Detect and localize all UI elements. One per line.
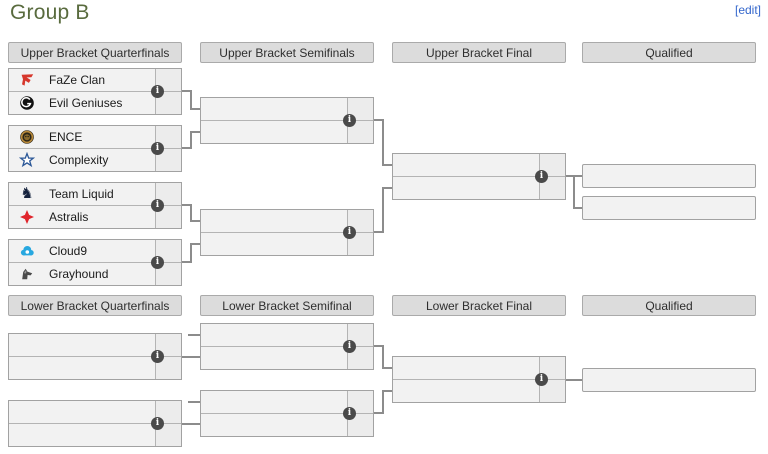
team-slot-empty (201, 347, 373, 369)
team-slot-empty (201, 98, 373, 121)
match-ub-final: i (392, 153, 566, 200)
match-ub-qf4: Cloud9 Grayhound i (8, 239, 182, 286)
team-slot-empty (393, 357, 565, 380)
team-name: ENCE (49, 130, 83, 144)
page-title: Group B (10, 1, 90, 24)
qualified-slot-2 (582, 196, 756, 220)
qualified-slot-3 (582, 368, 756, 392)
score-cell (155, 424, 181, 446)
header-lb-semifinal: Lower Bracket Semifinal (200, 295, 374, 316)
score-cell (155, 206, 181, 228)
connector-ubqf2-to-sf1 (182, 131, 200, 149)
header-ub-quarterfinals: Upper Bracket Quarterfinals (8, 42, 182, 63)
match-ub-qf3: ♞ Team Liquid Astralis i (8, 182, 182, 229)
match-ub-qf2: ENCE Complexity i (8, 125, 182, 172)
score-cell (539, 380, 565, 402)
team-row[interactable]: ♞ Team Liquid (9, 183, 181, 206)
team-name: Evil Geniuses (49, 96, 123, 110)
team-name: Grayhound (49, 267, 109, 281)
match-info-icon[interactable]: i (151, 255, 164, 269)
match-info-icon[interactable]: i (151, 349, 164, 363)
team-slot-empty (201, 414, 373, 436)
qualified-slot-1 (582, 164, 756, 188)
ence-logo-icon (19, 129, 35, 145)
connector-lbsf2-to-final (374, 390, 392, 414)
connector-lbsf1-to-final (374, 345, 392, 369)
grayhound-logo-icon (19, 266, 35, 282)
team-slot-empty (9, 424, 181, 446)
team-slot-empty (9, 357, 181, 379)
match-info-icon[interactable]: i (343, 225, 356, 239)
match-ub-sf1: i (200, 97, 374, 144)
complexity-logo-icon (19, 152, 35, 168)
team-name: FaZe Clan (49, 73, 106, 87)
match-info-icon[interactable]: i (343, 113, 356, 127)
header-ub-semifinals: Upper Bracket Semifinals (200, 42, 374, 63)
team-slot-empty (393, 177, 565, 199)
team-slot-empty (201, 121, 373, 143)
match-info-icon[interactable]: i (151, 416, 164, 430)
team-row[interactable]: Astralis (9, 206, 181, 228)
match-info-icon[interactable]: i (535, 372, 548, 386)
team-row[interactable]: Complexity (9, 149, 181, 171)
team-name: Complexity (49, 153, 109, 167)
team-row[interactable]: ENCE (9, 126, 181, 149)
connector-ubqf1-to-sf1 (182, 90, 200, 110)
score-cell (155, 263, 181, 285)
match-info-icon[interactable]: i (151, 141, 164, 155)
score-cell (347, 233, 373, 255)
match-ub-qf1: FaZe Clan Evil Geniuses i (8, 68, 182, 115)
team-slot-empty (201, 233, 373, 255)
header-lb-quarterfinals: Lower Bracket Quarterfinals (8, 295, 182, 316)
team-row[interactable]: Cloud9 (9, 240, 181, 263)
match-info-icon[interactable]: i (535, 169, 548, 183)
connector-ubqf3-to-sf2 (182, 204, 200, 222)
score-cell (155, 149, 181, 171)
header-ub-qualified: Qualified (582, 42, 756, 63)
team-slot-empty (201, 324, 373, 347)
team-row[interactable]: Evil Geniuses (9, 92, 181, 114)
score-cell (347, 121, 373, 143)
team-liquid-logo-icon: ♞ (20, 185, 34, 202)
header-lb-final: Lower Bracket Final (392, 295, 566, 316)
team-name: Cloud9 (49, 244, 88, 258)
team-name: Astralis (49, 210, 89, 224)
score-cell (347, 414, 373, 436)
faze-clan-logo-icon (19, 72, 35, 88)
astralis-logo-icon (19, 209, 35, 225)
edit-link[interactable]: [edit] (734, 3, 761, 17)
header-lb-qualified: Qualified (582, 295, 756, 316)
team-name: Team Liquid (49, 187, 114, 201)
score-cell (347, 347, 373, 369)
match-info-icon[interactable]: i (343, 406, 356, 420)
connector-ubqf4-to-sf2 (182, 243, 200, 263)
score-cell (539, 177, 565, 199)
evil-geniuses-logo-icon (19, 95, 35, 111)
match-lb-sf1: i (200, 323, 374, 370)
score-cell (155, 357, 181, 379)
match-lb-final: i (392, 356, 566, 403)
match-ub-sf2: i (200, 209, 374, 256)
score-cell (155, 92, 181, 114)
match-lb-qf1: i (8, 333, 182, 380)
match-lb-qf2: i (8, 400, 182, 447)
match-info-icon[interactable]: i (151, 198, 164, 212)
match-info-icon[interactable]: i (343, 339, 356, 353)
team-row[interactable]: Grayhound (9, 263, 181, 285)
match-info-icon[interactable]: i (151, 84, 164, 98)
team-row[interactable]: FaZe Clan (9, 69, 181, 92)
team-slot-empty (393, 380, 565, 402)
connector-ubsf2-to-final (374, 187, 392, 233)
header-ub-final: Upper Bracket Final (392, 42, 566, 63)
cloud9-logo-icon (19, 243, 35, 259)
connector-ubsf1-to-final (374, 119, 392, 166)
match-lb-sf2: i (200, 390, 374, 437)
connector-ubfinal-to-qualified2 (573, 176, 582, 209)
